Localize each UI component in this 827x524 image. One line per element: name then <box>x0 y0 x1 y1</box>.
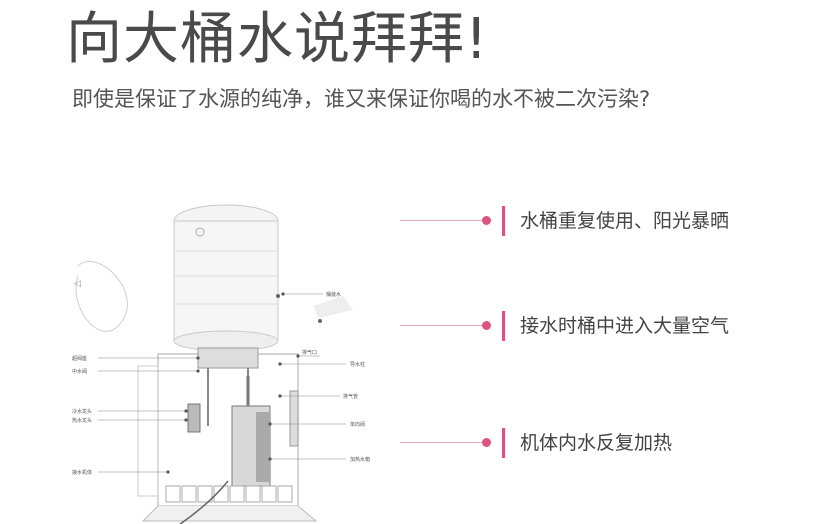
label-water-column: 导水柱 <box>350 361 365 368</box>
callout-dot <box>482 438 491 447</box>
callout-text: 接水时桶中进入大量空气 <box>520 315 730 337</box>
label-middle-valve: 中水阀 <box>72 368 87 375</box>
callout-item: 水桶重复使用、阳光暴晒 <box>400 204 820 238</box>
label-hot-tap: 热水龙头 <box>72 417 92 424</box>
label-check-valve: 单向阀 <box>350 421 365 428</box>
callout-text: 水桶重复使用、阳光暴晒 <box>520 210 730 232</box>
callout-item: 机体内水反复加热 <box>400 426 820 460</box>
label-valve-seat: 超阀座 <box>72 355 87 362</box>
callout-bar <box>502 311 505 341</box>
label-bottled-water: 桶装水 <box>326 291 341 298</box>
label-exhaust-port: 排气口 <box>302 349 317 356</box>
callout-dot <box>482 321 491 330</box>
callout-text: 机体内水反复加热 <box>520 432 673 454</box>
label-cold-tap: 冷水龙头 <box>72 408 92 415</box>
callout-bar <box>502 428 505 458</box>
label-exhaust-pipe: 排气管 <box>343 393 358 400</box>
callout-item: 接水时桶中进入大量空气 <box>400 309 820 343</box>
svg-text:◁: ◁ <box>74 279 81 289</box>
callout-leader-line <box>400 325 486 326</box>
callout-leader-line <box>400 220 486 221</box>
label-heating-tank: 加热水箱 <box>350 456 370 463</box>
callout-bar <box>502 206 505 236</box>
label-dispenser-body: 接水机体 <box>72 469 92 476</box>
page-subtitle: 即使是保证了水源的纯净，谁又来保证你喝的水不被二次污染? <box>72 87 651 111</box>
water-dispenser-illustration: ◁ <box>72 204 370 524</box>
page-title: 向大桶水说拜拜! <box>66 7 489 72</box>
callout-leader-line <box>400 442 486 443</box>
callout-dot <box>482 216 491 225</box>
